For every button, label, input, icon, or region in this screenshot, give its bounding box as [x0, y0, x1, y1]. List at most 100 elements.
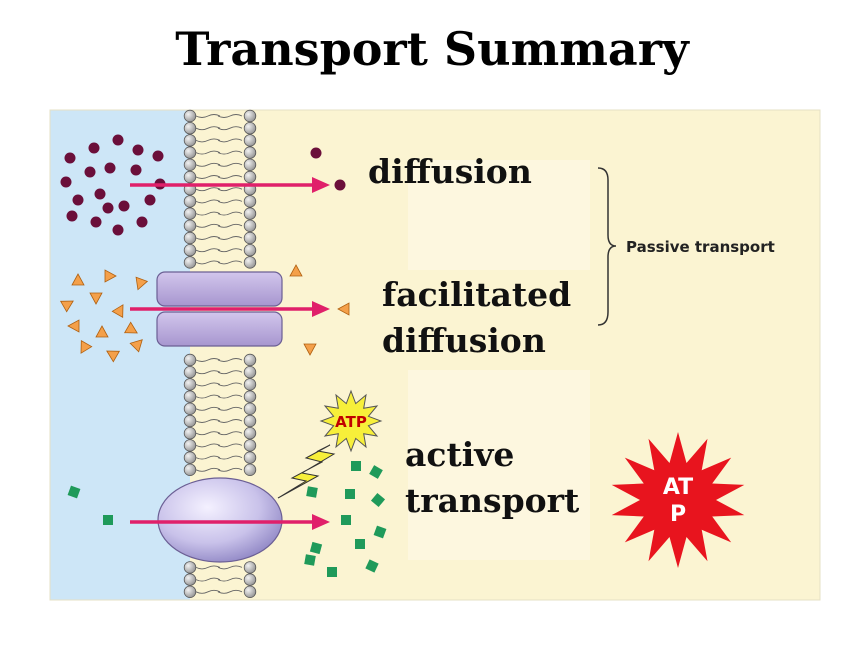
- diffusion-molecule: [72, 194, 84, 206]
- active-molecule: [370, 492, 386, 508]
- lipid-head: [183, 451, 197, 464]
- active-label-line2: transport: [405, 481, 580, 520]
- lipid-head: [243, 134, 257, 147]
- active-molecule: [355, 539, 365, 549]
- diffusion-molecule: [104, 162, 116, 174]
- active-molecule: [309, 541, 323, 555]
- facilitated-molecule: [135, 276, 149, 291]
- lipid-head: [243, 561, 257, 574]
- active-molecule: [103, 515, 113, 525]
- lipid-head: [183, 170, 197, 184]
- lipid-head: [243, 451, 257, 464]
- facilitated-molecule: [337, 302, 350, 316]
- diffusion-molecule: [130, 164, 142, 176]
- channel-protein: [156, 271, 283, 347]
- active-molecule: [67, 485, 81, 499]
- lipid-head: [183, 207, 197, 220]
- lipid-head: [183, 573, 197, 586]
- active-molecule: [345, 489, 355, 499]
- lipid-head: [183, 231, 197, 245]
- diffusion-molecule: [118, 200, 130, 212]
- lipid-head: [183, 402, 197, 416]
- page-title: Transport Summary: [175, 22, 689, 76]
- lipid-head: [183, 439, 197, 452]
- active-molecule: [304, 554, 316, 566]
- lipid-head: [183, 561, 197, 574]
- lightning-bolt-icon: [277, 444, 336, 499]
- facilitated-molecule: [111, 304, 124, 319]
- atp-small-label: ATP: [335, 413, 367, 431]
- active-molecule: [373, 525, 387, 539]
- facilitated-molecule: [80, 339, 93, 354]
- lipid-head: [183, 414, 197, 428]
- facilitated-molecule: [104, 269, 117, 283]
- active-molecule: [369, 465, 383, 479]
- active-molecule: [351, 461, 361, 471]
- lipid-head: [183, 427, 197, 440]
- atp-big-burst: AT P: [611, 432, 745, 568]
- facilitated-molecule: [289, 264, 303, 277]
- lipid-head: [183, 463, 197, 477]
- lipid-head: [243, 158, 257, 172]
- lipid-head: [183, 195, 197, 208]
- lipid-head: [183, 378, 197, 391]
- pump-protein: [157, 477, 283, 563]
- lipid-head: [243, 170, 257, 184]
- lipid-head: [183, 146, 197, 159]
- diffusion-molecule: [334, 179, 346, 191]
- facilitated-molecule: [106, 350, 121, 363]
- lipid-head: [183, 158, 197, 172]
- lipid-head: [243, 353, 257, 367]
- lipid-head: [183, 366, 197, 379]
- lipid-head: [183, 256, 197, 269]
- diffusion-molecule: [112, 224, 124, 236]
- lipid-head: [243, 439, 257, 452]
- lipid-head: [243, 121, 257, 135]
- lipid-head: [183, 134, 197, 147]
- lipid-head: [243, 402, 257, 416]
- lipid-bilayer: [183, 109, 257, 599]
- facilitated-molecule: [95, 325, 109, 338]
- lipid-head: [183, 353, 197, 367]
- lipid-head: [183, 219, 197, 233]
- diffusion-molecule: [90, 216, 102, 228]
- active-label-line1: active: [405, 435, 514, 474]
- lipid-head: [243, 219, 257, 233]
- lipid-head: [243, 378, 257, 391]
- diffusion-molecule: [132, 144, 144, 156]
- lipid-head: [183, 243, 197, 257]
- diffusion-molecule: [152, 150, 164, 162]
- facilitated-molecule: [67, 319, 80, 333]
- active-arrow: [130, 514, 330, 530]
- active-molecule: [365, 559, 379, 573]
- facilitated-molecule: [89, 292, 103, 305]
- diffusion-molecules: [60, 134, 346, 236]
- facilitated-molecule: [71, 273, 85, 286]
- lipid-head: [243, 146, 257, 159]
- diffusion-label: diffusion: [368, 152, 532, 191]
- lipid-head: [183, 109, 197, 123]
- facilitated-molecules: [59, 264, 350, 363]
- active-molecule: [341, 515, 351, 525]
- lipid-head: [243, 427, 257, 440]
- lipid-head: [243, 366, 257, 379]
- atp-small-burst: ATP: [319, 389, 383, 453]
- lipid-head: [243, 463, 257, 477]
- diffusion-molecule: [144, 194, 156, 206]
- diffusion-molecule: [102, 202, 114, 214]
- diffusion-arrow: [130, 177, 330, 193]
- active-molecules: [67, 461, 387, 577]
- lipid-head: [243, 109, 257, 123]
- diffusion-molecule: [310, 147, 322, 159]
- lipid-head: [243, 231, 257, 245]
- diffusion-molecule: [136, 216, 148, 228]
- facilitated-molecule: [303, 343, 317, 356]
- facilitated-molecule: [59, 300, 74, 313]
- diffusion-molecule: [84, 166, 96, 178]
- lipid-head: [243, 573, 257, 586]
- diffusion-molecule: [112, 134, 124, 146]
- diffusion-molecule: [88, 142, 100, 154]
- active-molecule: [327, 567, 337, 577]
- facilitated-molecule: [123, 321, 138, 334]
